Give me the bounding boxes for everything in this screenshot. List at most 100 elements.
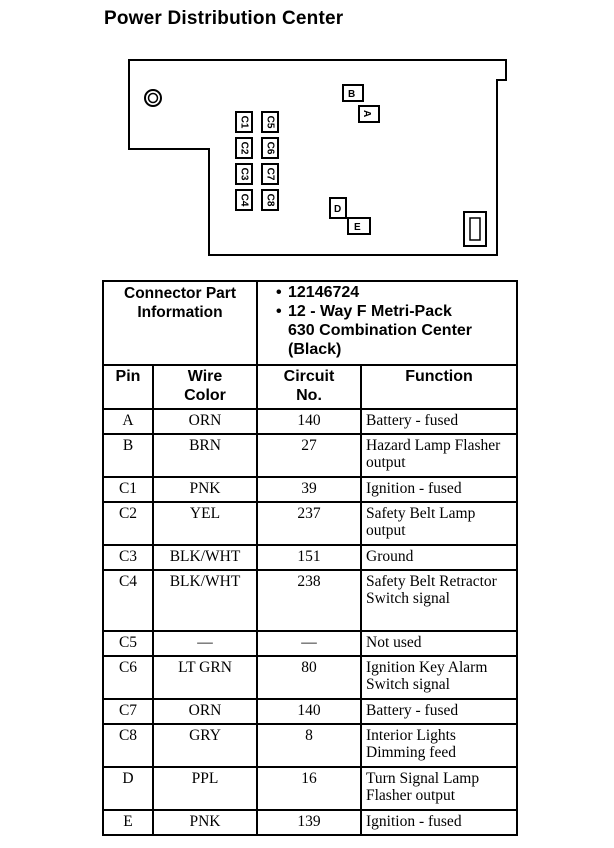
fuse-slot-inner bbox=[469, 217, 481, 241]
function-cell: Turn Signal Lamp Flasher output bbox=[360, 766, 518, 811]
pin-cell: A bbox=[102, 408, 154, 435]
circuit-cell: — bbox=[256, 630, 362, 657]
function-cell: Ignition - fused bbox=[360, 476, 518, 503]
function-cell: Hazard Lamp Flasher output bbox=[360, 433, 518, 478]
function-cell: Safety Belt Retractor Switch signal bbox=[360, 569, 518, 632]
cavity-8: C8 bbox=[261, 189, 279, 211]
circuit-cell: 27 bbox=[256, 433, 362, 478]
table-row: C5——Not used bbox=[102, 630, 518, 657]
cavity-6: C6 bbox=[261, 137, 279, 159]
terminal-b-label: B bbox=[348, 89, 355, 100]
circuit-cell: 39 bbox=[256, 476, 362, 503]
latch-circle bbox=[144, 89, 162, 107]
function-cell: Ignition - fused bbox=[360, 809, 518, 836]
page-title: Power Distribution Center bbox=[104, 8, 344, 29]
header-function: Function bbox=[360, 364, 518, 410]
cavity-4: C4 bbox=[235, 189, 253, 211]
cavity-7: C7 bbox=[261, 163, 279, 185]
header-circuit-line1: Circuit bbox=[283, 368, 335, 385]
cavity-label: C4 bbox=[239, 194, 250, 207]
wire-color-cell: ORN bbox=[152, 698, 258, 725]
cavity-label: C3 bbox=[239, 168, 250, 181]
wire-color-cell: PNK bbox=[152, 809, 258, 836]
part-number: 12146724 bbox=[276, 283, 512, 302]
circuit-cell: 139 bbox=[256, 809, 362, 836]
circuit-cell: 80 bbox=[256, 655, 362, 700]
function-cell: Battery - fused bbox=[360, 698, 518, 725]
wire-color-cell: PNK bbox=[152, 476, 258, 503]
pin-cell: C4 bbox=[102, 569, 154, 632]
circuit-cell: 140 bbox=[256, 698, 362, 725]
terminal-d-label: D bbox=[334, 204, 341, 215]
connector-info-row: Connector Part Information 12146724 12 -… bbox=[102, 280, 518, 366]
header-circuit-line2: No. bbox=[296, 387, 322, 404]
cavity-label: C1 bbox=[239, 116, 250, 129]
fuse-slot bbox=[463, 211, 487, 247]
cavity-label: C2 bbox=[239, 142, 250, 155]
cavity-3: C3 bbox=[235, 163, 253, 185]
pin-cell: C8 bbox=[102, 723, 154, 768]
pin-cell: C2 bbox=[102, 501, 154, 546]
circuit-cell: 151 bbox=[256, 544, 362, 571]
pin-cell: C1 bbox=[102, 476, 154, 503]
connector-info-label: Connector Part Information bbox=[102, 280, 258, 366]
cavity-label: C7 bbox=[265, 168, 276, 181]
cavity-5: C5 bbox=[261, 111, 279, 133]
info-label-line1: Connector Part bbox=[124, 285, 236, 302]
function-cell: Battery - fused bbox=[360, 408, 518, 435]
description-line1: 12 - Way F Metri-Pack bbox=[288, 303, 452, 320]
function-cell: Safety Belt Lamp output bbox=[360, 501, 518, 546]
circuit-cell: 16 bbox=[256, 766, 362, 811]
wire-color-cell: LT GRN bbox=[152, 655, 258, 700]
description-line3: (Black) bbox=[288, 341, 342, 358]
terminal-b bbox=[342, 84, 364, 102]
wire-color-cell: BRN bbox=[152, 433, 258, 478]
terminal-a bbox=[358, 105, 380, 123]
function-cell: Ground bbox=[360, 544, 518, 571]
connector-description: 12 - Way F Metri-Pack 630 Combination Ce… bbox=[276, 302, 512, 359]
circuit-cell: 8 bbox=[256, 723, 362, 768]
wire-color-cell: YEL bbox=[152, 501, 258, 546]
connector-outline bbox=[128, 59, 507, 256]
connector-pinout-table: Connector Part Information 12146724 12 -… bbox=[102, 280, 518, 836]
pin-cell: E bbox=[102, 809, 154, 836]
cavity-2: C2 bbox=[235, 137, 253, 159]
pin-cell: C6 bbox=[102, 655, 154, 700]
pin-cell: C3 bbox=[102, 544, 154, 571]
wire-color-cell: ORN bbox=[152, 408, 258, 435]
latch-circle-inner bbox=[147, 92, 159, 104]
cavity-1: C1 bbox=[235, 111, 253, 133]
pin-cell: C7 bbox=[102, 698, 154, 725]
pin-cell: C5 bbox=[102, 630, 154, 657]
wire-color-cell: PPL bbox=[152, 766, 258, 811]
cavity-label: C5 bbox=[265, 116, 276, 129]
terminal-a-label: A bbox=[361, 110, 372, 117]
terminal-e-label: E bbox=[354, 222, 361, 233]
header-wire-line1: Wire bbox=[187, 368, 223, 385]
function-cell: Interior Lights Dimming feed bbox=[360, 723, 518, 768]
terminal-e bbox=[347, 217, 371, 235]
header-wire-line2: Color bbox=[184, 387, 226, 404]
circuit-cell: 237 bbox=[256, 501, 362, 546]
wire-color-cell: GRY bbox=[152, 723, 258, 768]
circuit-cell: 140 bbox=[256, 408, 362, 435]
function-cell: Ignition Key Alarm Switch signal bbox=[360, 655, 518, 700]
pin-cell: D bbox=[102, 766, 154, 811]
description-line2: 630 Combination Center bbox=[288, 322, 473, 339]
connector-info-values: 12146724 12 - Way F Metri-Pack 630 Combi… bbox=[256, 280, 518, 366]
header-circuit-no: Circuit No. bbox=[256, 364, 362, 410]
header-row: Pin Wire Color Circuit No. Function bbox=[102, 364, 518, 410]
function-cell: Not used bbox=[360, 630, 518, 657]
